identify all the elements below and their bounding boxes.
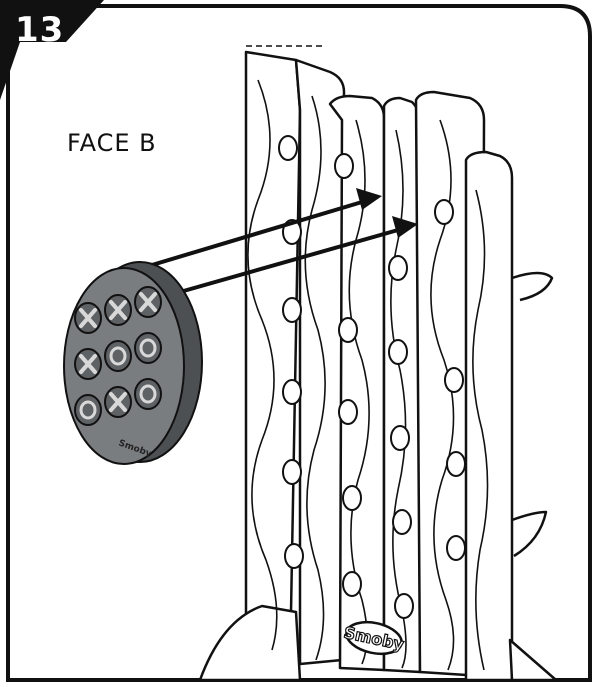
x-symbol (109, 300, 127, 320)
o-symbol (79, 400, 97, 420)
x-symbol (139, 292, 157, 312)
stand-panel-5 (464, 150, 514, 682)
page-frame (6, 4, 592, 682)
game-disc-cell (104, 340, 132, 372)
game-disc-cell (74, 348, 102, 380)
x-symbol (109, 392, 127, 412)
stand-pegs (278, 135, 466, 619)
game-disc-cell (134, 286, 162, 318)
step-badge-shape (0, 0, 104, 100)
stand-foot-left (198, 604, 302, 682)
x-symbol (79, 308, 97, 328)
game-disc-cell (134, 378, 162, 410)
game-disc-cell (104, 294, 132, 326)
game-disc-cell (74, 394, 102, 426)
game-disc-cell (134, 332, 162, 364)
page: 13 FACE B (3, 3, 591, 683)
o-symbol (139, 384, 157, 404)
game-disc-cells (74, 286, 162, 426)
x-symbol (79, 354, 97, 374)
game-disc-cell (74, 302, 102, 334)
stand-foot-right (508, 638, 558, 682)
game-disc-cell (104, 386, 132, 418)
step-number: 13 (15, 10, 65, 50)
o-symbol (109, 346, 127, 366)
o-symbol (139, 338, 157, 358)
face-label: FACE B (67, 129, 157, 157)
insertion-arrows (141, 188, 418, 294)
